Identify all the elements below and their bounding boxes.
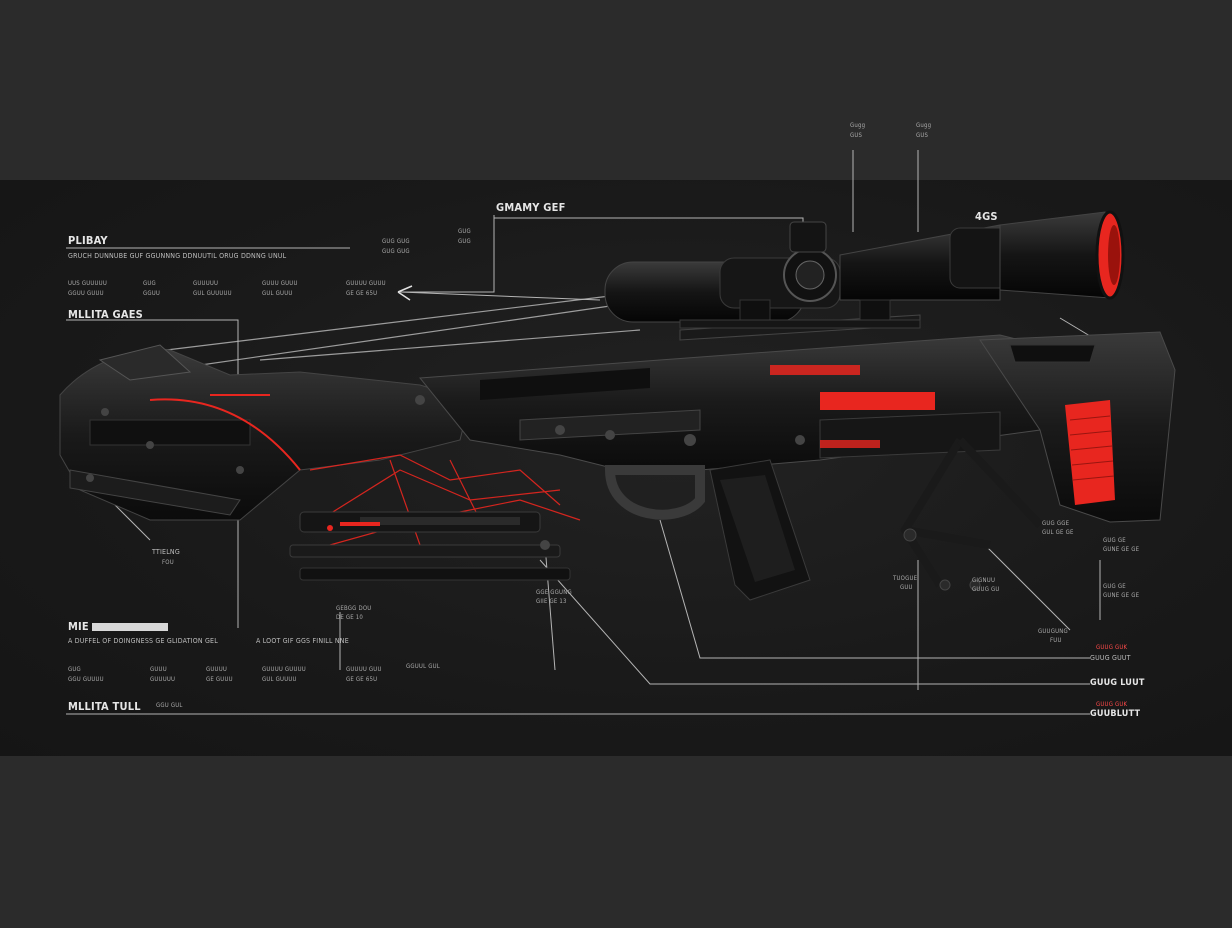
callout-label: GUNE GE GE: [1103, 592, 1140, 599]
scope-mark: 4GS: [975, 210, 998, 223]
callout-label: TTIELNG: [152, 548, 180, 556]
spec-row: GUG: [68, 666, 81, 673]
callout-label: GGUUL GUL: [406, 663, 440, 670]
leader-line: [399, 291, 601, 301]
callout-label: GUUBLUTT: [1090, 709, 1141, 719]
callout-label: GEBGG DOU: [336, 605, 372, 612]
section-note: A LOOT GIF GGS FINILL NNE: [256, 637, 349, 645]
spec-row: GUL GUUU: [262, 290, 293, 297]
bow-string: [149, 295, 641, 369]
spec-row: GUUUUU: [150, 676, 176, 683]
spec-row: GUL GUUUUU: [193, 290, 232, 297]
bipod: [900, 437, 1043, 588]
callout-label: GUG GE: [1103, 583, 1126, 590]
spec-row: GUUUU GUU: [346, 666, 382, 673]
leader-line: [109, 499, 151, 541]
callout-label: GGU GUL: [156, 702, 183, 709]
callout-label: TUOGUE: [893, 575, 918, 582]
callout-label: GUG: [458, 228, 471, 235]
callout-label: GUUGUNG: [1038, 628, 1068, 635]
callout-label: GIGNUU: [972, 577, 996, 584]
leader-line: [544, 544, 556, 671]
spec-row: GE GE 65U: [346, 290, 378, 297]
leader-line: [979, 539, 1071, 631]
callout-label: GUL GE GE: [1042, 529, 1074, 536]
section-heading: MLLITA GAES: [68, 308, 144, 321]
spec-row: UUS GUUUUU: [68, 280, 107, 287]
arrow-icon: [397, 285, 413, 301]
callout-label: GUNE GE GE: [1103, 546, 1140, 553]
callout-label: GUU: [900, 584, 913, 591]
leader-line: [539, 559, 1090, 685]
section-heading: MIE: [68, 620, 89, 633]
leader-lines: [66, 150, 1101, 715]
spec-row: GUUU GUUU: [262, 280, 298, 287]
leader-line: [66, 319, 239, 628]
lower-rail: [289, 511, 571, 581]
spec-row: GGUU: [143, 290, 161, 297]
spec-row: GUG: [143, 280, 156, 287]
spec-row: GE GE 65U: [346, 676, 378, 683]
callout-label: GUS: [850, 132, 863, 139]
callout-label: GGE GGUNG: [536, 589, 572, 596]
spec-row: GE GUUU: [206, 676, 233, 683]
spec-row: GUL GUUUU: [262, 676, 297, 683]
heading-bar: [92, 623, 168, 631]
callout-label: GUS: [916, 132, 929, 139]
callout-label: GUUG GU: [972, 586, 1000, 593]
callout-label: GUG GGE: [1042, 520, 1070, 527]
section-description: A DUFFEL OF DOINGNESS GE GLIDATION GEL: [68, 637, 218, 645]
spec-row: GUUUUU: [193, 280, 219, 287]
page-title: PLIBAY: [68, 234, 108, 247]
spec-row: GUUUU GUUU: [346, 280, 386, 287]
bow-limbs: [59, 344, 471, 521]
leader-line: [659, 519, 1090, 659]
callout-label: Gugg: [850, 122, 866, 129]
stock: [979, 331, 1176, 523]
callout-label: GUG GUG: [382, 238, 410, 245]
spec-row: GUUU: [150, 666, 167, 673]
spec-row: GUUUU: [206, 666, 227, 673]
section-heading: MLLITA TULL: [68, 700, 141, 713]
callout-label: GUG GUG: [382, 248, 410, 255]
callout-label-red: GUUG GUK: [1096, 701, 1128, 708]
leader-line: [400, 215, 495, 293]
callout-label-red: GUUG GUK: [1096, 644, 1128, 651]
spec-row: GGUU GUUU: [68, 290, 104, 297]
callout-label: GUUG GUUT: [1090, 654, 1131, 662]
spec-row: GUUUU GUUUU: [262, 666, 306, 673]
callout-label: GUG: [458, 238, 471, 245]
callout-label: GUUG LUUT: [1090, 678, 1145, 688]
callout-label: FOU: [162, 559, 174, 566]
grip: [604, 459, 811, 601]
leader-line: [494, 217, 804, 232]
callout-label: FUU: [1050, 637, 1062, 644]
callout-label: Gugg: [916, 122, 932, 129]
callout-label: GUG GE: [1103, 537, 1126, 544]
spec-row: GGU GUUUU: [68, 676, 104, 683]
callout-label: DE GE 10: [336, 614, 364, 621]
scope: [604, 210, 1125, 329]
title-description: GRUCH DUNNUBE GUF GGUNNNG DDNUUTIL ORUG …: [68, 252, 287, 260]
scope-title: GMAMY GEF: [496, 201, 566, 214]
leader-line: [1059, 317, 1091, 337]
callout-label: GIIE GE 13: [536, 598, 567, 605]
